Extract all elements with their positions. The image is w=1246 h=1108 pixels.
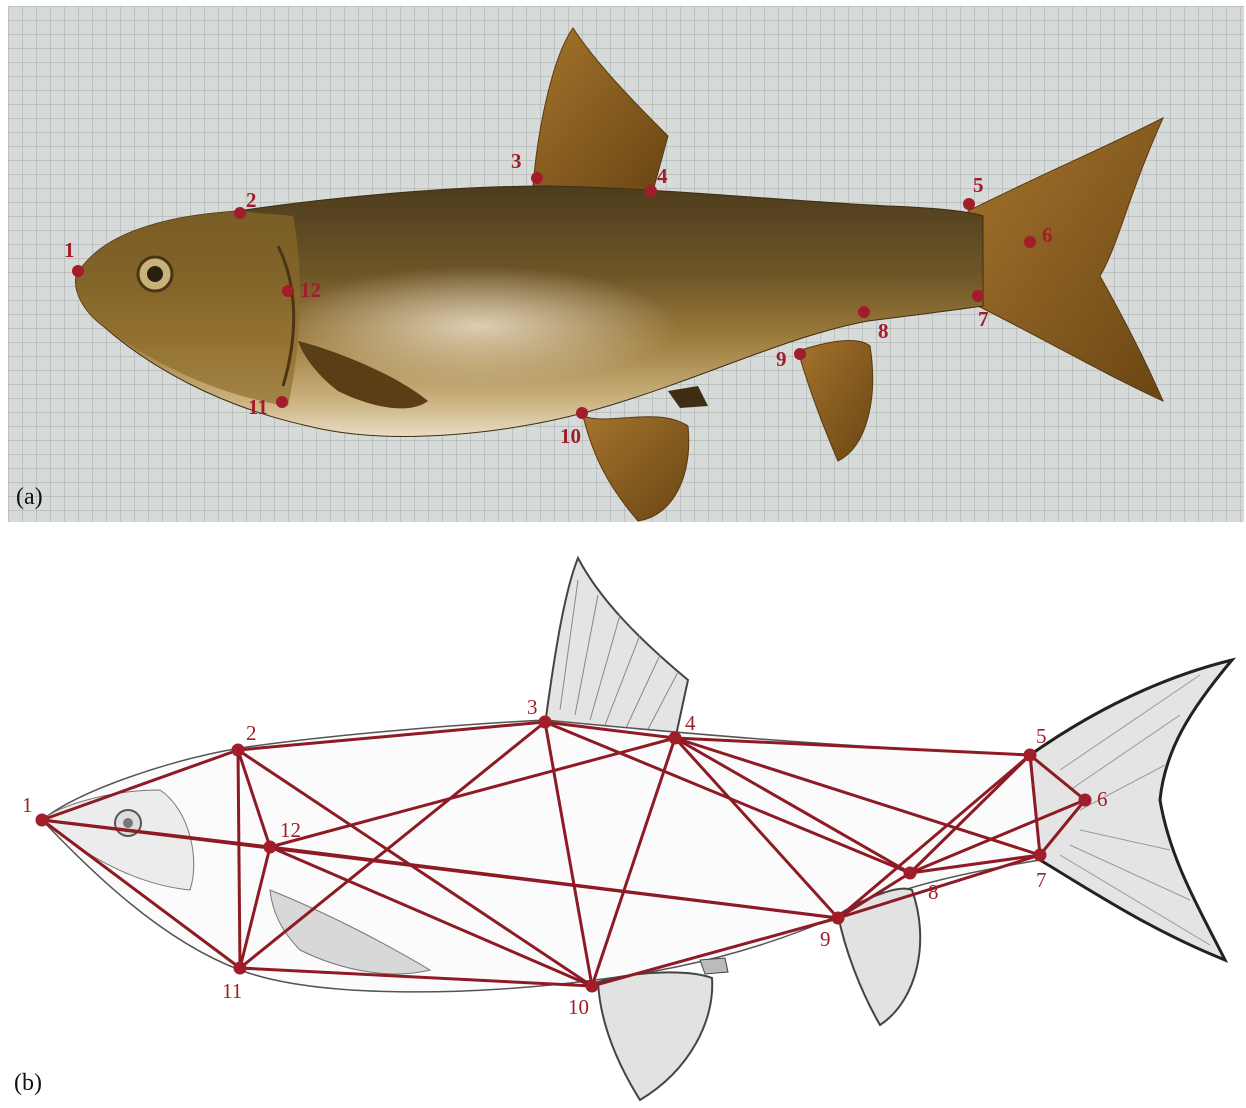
landmark-point-b-5 [1024,749,1037,762]
landmark-point-a-12 [282,285,294,297]
landmark-point-a-5 [963,198,975,210]
landmark-point-b-2 [232,744,245,757]
landmark-point-a-6 [1024,236,1036,248]
landmark-label-b-9: 9 [820,927,831,951]
landmark-point-a-4 [645,185,657,197]
landmark-point-a-10 [576,407,588,419]
landmark-point-b-4 [669,732,682,745]
landmark-point-a-9 [794,348,806,360]
landmark-point-b-9 [832,912,845,925]
landmark-label-a-6: 6 [1042,223,1053,247]
landmark-label-a-10: 10 [560,424,581,448]
landmark-point-a-1 [72,265,84,277]
landmark-label-a-4: 4 [657,164,668,188]
landmark-label-a-12: 12 [300,278,321,302]
landmark-label-a-3: 3 [511,149,522,173]
landmark-label-b-10: 10 [568,995,589,1019]
landmark-label-b-2: 2 [246,721,257,745]
landmark-point-b-6 [1079,794,1092,807]
landmark-label-a-7: 7 [978,307,989,331]
landmark-label-a-1: 1 [64,238,75,262]
landmark-point-a-7 [972,290,984,302]
landmark-point-b-1 [36,814,49,827]
landmark-label-b-5: 5 [1036,724,1047,748]
landmark-label-a-9: 9 [776,347,787,371]
landmark-point-b-12 [264,841,277,854]
landmark-point-a-2 [234,207,246,219]
landmark-label-b-11: 11 [222,979,242,1003]
panel-b-label: (b) [14,1070,42,1097]
landmark-point-b-11 [234,962,247,975]
landmark-label-b-6: 6 [1097,787,1108,811]
fish-sketch [42,558,1232,1100]
truss-line-2-11 [238,750,240,968]
landmark-label-b-12: 12 [280,818,301,842]
landmark-label-a-11: 11 [248,395,268,419]
landmark-point-b-7 [1034,849,1047,862]
landmark-label-b-1: 1 [22,793,33,817]
landmark-label-b-4: 4 [685,711,696,735]
landmark-point-b-8 [904,867,917,880]
landmark-label-b-7: 7 [1036,868,1047,892]
panel-a-label: (a) [16,484,43,511]
landmark-point-b-3 [539,716,552,729]
landmark-point-a-8 [858,306,870,318]
landmark-label-b-3: 3 [527,695,538,719]
landmark-label-a-8: 8 [878,319,889,343]
landmark-label-a-2: 2 [246,188,257,212]
landmark-label-a-5: 5 [973,173,984,197]
landmark-point-a-11 [276,396,288,408]
landmark-label-b-8: 8 [928,880,939,904]
landmark-point-a-3 [531,172,543,184]
landmark-point-b-10 [586,980,599,993]
